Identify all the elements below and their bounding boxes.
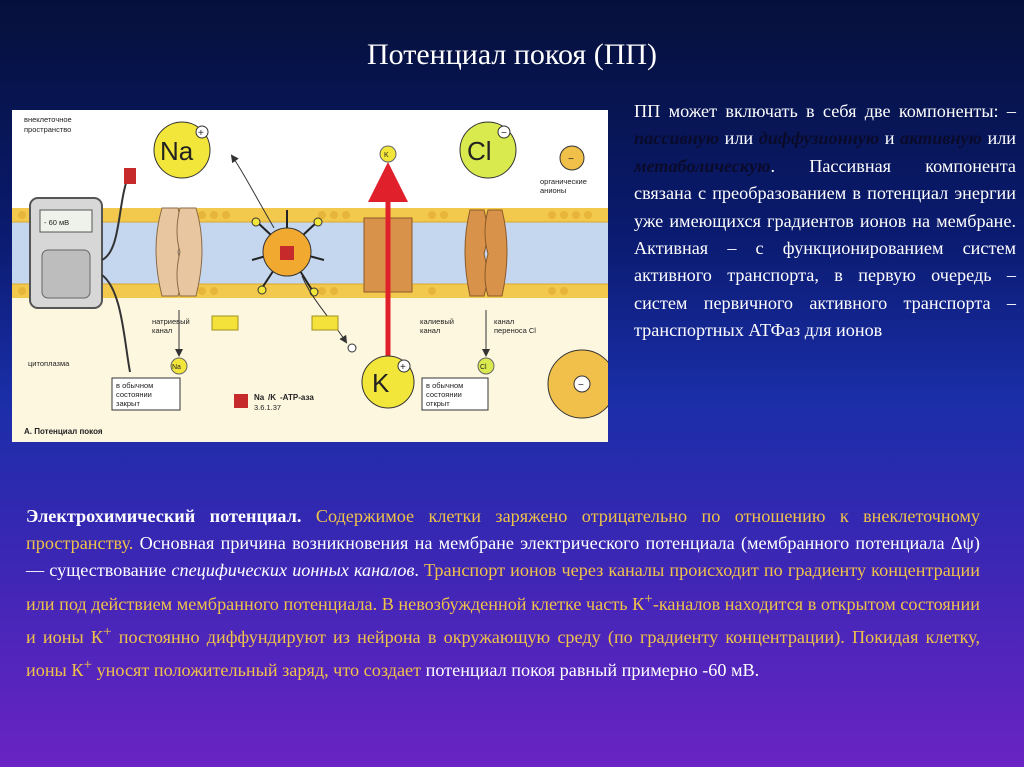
svg-text:−: − (501, 128, 507, 139)
svg-text:переноса Cl: переноса Cl (494, 326, 536, 335)
na-k-atpase-pump: Na /K -АТР-аза 3.6.1.37 (211, 154, 357, 412)
na-ion: Na + (153, 121, 211, 179)
svg-text:анионы: анионы (540, 186, 566, 195)
svg-text:в обычном: в обычном (116, 381, 153, 390)
svg-text:состоянии: состоянии (426, 390, 462, 399)
side-emphasis: метаболическую (634, 155, 771, 176)
potassium-channel: K калиевый канал K + в обычном состоянии… (361, 145, 489, 411)
organic-anions: − органические анионы − (540, 145, 608, 419)
svg-text:Na: Na (160, 136, 194, 166)
svg-text:Na: Na (172, 364, 181, 371)
side-emphasis: активную (900, 128, 982, 149)
cytoplasm-area (12, 292, 608, 442)
voltmeter: - 60 мВ (29, 168, 136, 373)
svg-text:канал: канал (494, 317, 514, 326)
svg-text:K: K (384, 152, 389, 159)
side-description: ПП может включать в себя две компоненты:… (634, 98, 1016, 345)
side-text-part: или (981, 128, 1017, 149)
svg-text:калиевый: калиевый (420, 317, 454, 326)
side-text-part: ПП может включать в себя две компоненты:… (634, 101, 1016, 121)
side-text-part: или (719, 128, 759, 149)
paragraph-part: . (414, 560, 419, 581)
svg-text:закрыт: закрыт (116, 399, 140, 408)
paragraph-part: -каналов находится в открытом состоянии … (26, 593, 980, 647)
svg-text:−: − (578, 380, 584, 391)
svg-text:+: + (198, 128, 204, 139)
svg-text:+: + (400, 362, 406, 373)
paragraph-part: Основная причина возникновения на мембра… (26, 533, 980, 581)
svg-text:в обычном: в обычном (426, 381, 463, 390)
paragraph-heading: Электрохимический потенциал. (26, 506, 302, 526)
svg-text:Cl: Cl (467, 136, 492, 166)
svg-text:-АТР-аза: -АТР-аза (280, 393, 314, 402)
extracellular-label-1: внеклеточное (24, 115, 72, 124)
paragraph-part: уносят положительный заряд, что создает (92, 660, 422, 681)
svg-text:состоянии: состоянии (116, 390, 152, 399)
diagram-svg: внеклеточное пространство - 60 мВ цитопл… (12, 115, 608, 442)
paragraph-part: потенциал покоя равный примерно -60 мВ. (421, 660, 760, 681)
sodium-channel: натриевый канал Na в обычном состоянии з… (111, 207, 203, 411)
cytoplasm-label: цитоплазма (28, 359, 70, 368)
side-emphasis: пассивную (634, 128, 720, 149)
side-emphasis: диффузионную (758, 128, 880, 149)
svg-text:Na: Na (254, 393, 265, 402)
paragraph-italic: специфических ионных каналов (171, 560, 415, 581)
figure-caption: А. Потенциал покоя (24, 427, 103, 436)
side-text-part: и (879, 128, 900, 149)
sodium-channel-label-2: канал (152, 326, 172, 335)
slide-title: Потенциал покоя (ПП) (366, 38, 658, 71)
electrochemical-paragraph: Электрохимический потенциал. Содержимое … (26, 506, 981, 681)
svg-text:канал: канал (420, 326, 440, 335)
svg-text:Cl: Cl (480, 364, 487, 371)
svg-text:открыт: открыт (426, 399, 450, 408)
sodium-channel-label-1: натриевый (152, 317, 190, 326)
extracellular-label-2: пространство (24, 125, 71, 134)
svg-text:−: − (568, 154, 574, 165)
membrane-diagram: внеклеточное пространство - 60 мВ цитопл… (12, 110, 608, 442)
paragraph-part: Содержимое клетки заряжено отрицательно … (26, 506, 981, 554)
svg-text:/K: /K (268, 393, 276, 402)
side-text-part: . Пассивная компонента связана с преобра… (634, 155, 1016, 341)
svg-text:органические: органические (540, 177, 587, 186)
voltmeter-readout: - 60 мВ (44, 218, 69, 227)
paragraph-part: Транспорт ионов через каналы происходит … (26, 560, 980, 614)
svg-text:3.6.1.37: 3.6.1.37 (254, 403, 281, 412)
svg-text:K: K (372, 368, 390, 398)
chloride-channel: Cl − канал переноса Cl Cl (459, 121, 536, 375)
paragraph-part: постоянно диффундируют из нейрона в окру… (26, 626, 980, 681)
